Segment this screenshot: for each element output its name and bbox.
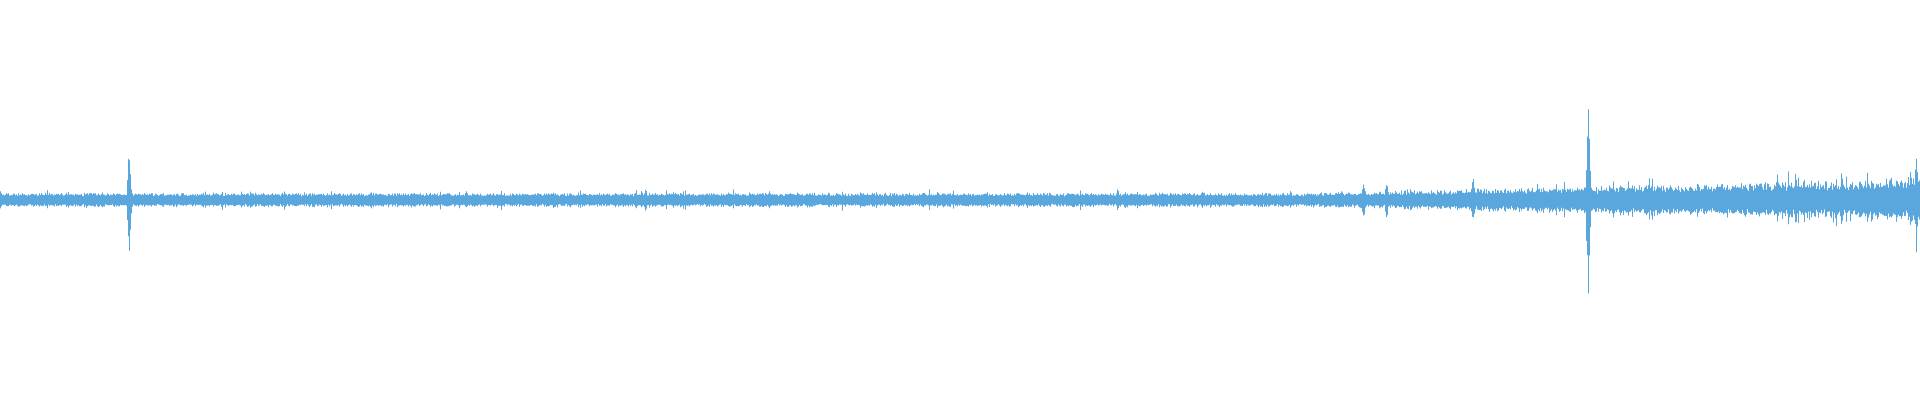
waveform-path [0,109,1920,294]
waveform-lines [0,109,1920,294]
